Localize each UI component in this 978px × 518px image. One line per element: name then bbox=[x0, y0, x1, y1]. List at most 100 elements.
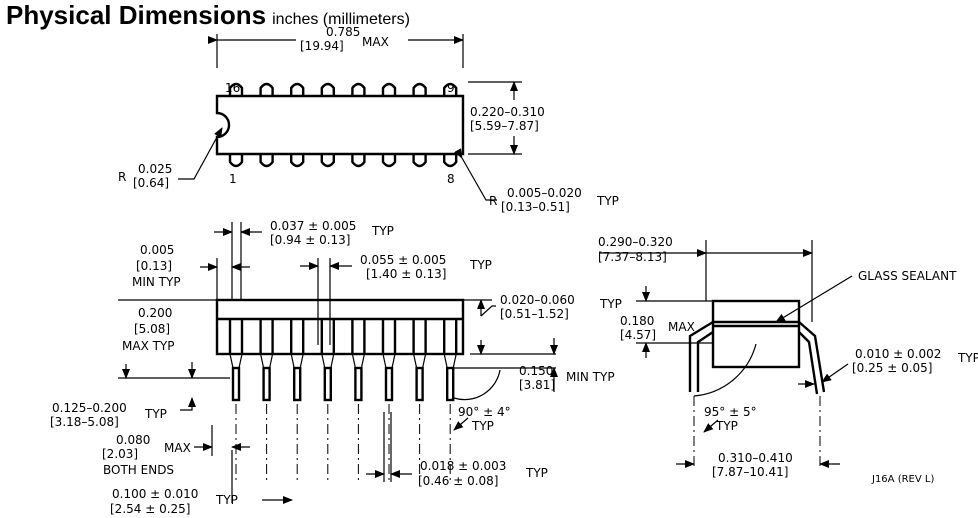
seat-inches: 0.125–0.200 bbox=[52, 401, 127, 415]
thick-suffix: TYP bbox=[957, 351, 978, 365]
bottom-pin-bump bbox=[228, 154, 244, 168]
endlead-note: BOTH ENDS bbox=[103, 463, 174, 477]
leadd-mm: [0.46 ± 0.08] bbox=[418, 474, 498, 488]
side-lead bbox=[320, 319, 335, 354]
end-suffix: MIN TYP bbox=[132, 275, 181, 289]
corner-inches: 0.005–0.020 bbox=[507, 186, 582, 200]
row-inches: 0.290–0.320 bbox=[598, 235, 673, 249]
seat-mm: [3.18–5.08] bbox=[50, 415, 119, 429]
top-pin-bump bbox=[351, 82, 366, 96]
pitch-inches: 0.100 ± 0.010 bbox=[112, 487, 198, 501]
width-mm: [5.59–7.87] bbox=[470, 119, 539, 133]
top-pin-bump bbox=[228, 82, 244, 96]
drawing-ref: J16A (REV L) bbox=[871, 474, 934, 485]
length-inches: 0.785 bbox=[326, 25, 360, 39]
side-lead-shoulder bbox=[351, 353, 365, 369]
end-inches: 0.005 bbox=[140, 243, 174, 257]
side-lead-shoulder bbox=[260, 353, 274, 369]
bottom-pin-bump bbox=[290, 154, 305, 168]
side-lead-pin bbox=[323, 366, 332, 402]
title-main: Physical Dimensions bbox=[6, 0, 267, 30]
standoff-leader bbox=[480, 305, 496, 317]
side-lead-shoulder bbox=[413, 353, 427, 369]
row-mm: [7.37–8.13] bbox=[598, 250, 667, 264]
bottom-pin-bump bbox=[259, 154, 274, 168]
end-mm: [0.13] bbox=[136, 259, 172, 273]
bottom-pin-bump bbox=[320, 154, 335, 168]
pitch-suffix: TYP bbox=[215, 493, 238, 507]
side-lead bbox=[381, 319, 397, 354]
sealant-label: GLASS SEALANT bbox=[858, 269, 957, 283]
side-lead bbox=[228, 319, 244, 354]
notch-leader bbox=[178, 127, 223, 180]
side-view-body bbox=[215, 298, 465, 356]
end-view: 0.290–0.320 [7.37–8.13] GLASS SEALANT 0.… bbox=[598, 235, 978, 479]
thick-inches: 0.010 ± 0.002 bbox=[855, 347, 941, 361]
leadw-mm: [0.94 ± 0.13] bbox=[270, 233, 350, 247]
angle95-leader bbox=[703, 419, 719, 433]
leadw-suffix: TYP bbox=[371, 224, 394, 238]
shoulder-mm: [1.40 ± 0.13] bbox=[366, 267, 446, 281]
side-lead-pin bbox=[354, 366, 363, 402]
length-suffix: MAX bbox=[362, 35, 389, 49]
side-lead bbox=[259, 319, 274, 354]
angle90-value: 90° ± 4° bbox=[458, 405, 511, 419]
endlead-mm: [2.03] bbox=[102, 447, 138, 461]
bodyh-mm: [4.57] bbox=[620, 328, 656, 342]
side-lead bbox=[290, 319, 305, 354]
standoff-suffix: TYP bbox=[599, 297, 622, 311]
bodyh-inches: 0.180 bbox=[620, 314, 654, 328]
height-suffix: MAX TYP bbox=[122, 339, 175, 353]
height-mm: [5.08] bbox=[134, 322, 170, 336]
pin-9-label: 9 bbox=[447, 81, 455, 95]
top-pin-bump bbox=[290, 82, 305, 96]
top-pin-bump bbox=[443, 82, 458, 96]
side-lead-pin bbox=[415, 366, 424, 402]
angle95-value: 95° ± 5° bbox=[704, 405, 757, 419]
bottom-pin-bump bbox=[443, 154, 458, 168]
spread-inches: 0.310–0.410 bbox=[718, 451, 793, 465]
corner-r: R bbox=[489, 194, 497, 208]
thick-mm: [0.25 ± 0.05] bbox=[852, 361, 932, 375]
angle95-suffix: TYP bbox=[715, 419, 738, 433]
notch-r: R bbox=[118, 170, 126, 184]
width-inches: 0.220–0.310 bbox=[470, 105, 545, 119]
thick-leader bbox=[821, 363, 849, 383]
angle90-leader bbox=[453, 417, 469, 431]
corner-leader bbox=[454, 148, 497, 201]
shoulder-inches: 0.055 ± 0.005 bbox=[360, 253, 446, 267]
seat-leader bbox=[180, 397, 196, 411]
side-lead-pin bbox=[293, 366, 302, 402]
angle90-arc bbox=[453, 369, 501, 401]
leadlen-mm: [3.81] bbox=[519, 378, 555, 392]
top-pin-bumps bbox=[228, 82, 458, 96]
standoff-inches: 0.020–0.060 bbox=[500, 293, 575, 307]
top-pin-bump bbox=[259, 82, 274, 96]
spread-mm: [7.87–10.41] bbox=[712, 465, 788, 479]
bottom-pin-bumps bbox=[228, 154, 458, 168]
bottom-pin-bump bbox=[412, 154, 427, 168]
height-inches: 0.200 bbox=[138, 306, 172, 320]
side-lead-pin bbox=[231, 366, 241, 402]
page-title: Physical Dimensions inches (millimeters) bbox=[6, 0, 410, 31]
shoulder-suffix: TYP bbox=[469, 258, 492, 272]
sealant-leader bbox=[775, 275, 853, 323]
angle95-arc bbox=[693, 343, 757, 397]
end-view-left-lead bbox=[688, 320, 714, 392]
notch-mm: [0.64] bbox=[133, 176, 169, 190]
side-view: 0.037 ± 0.005 [0.94 ± 0.13] TYP 0.005 [0… bbox=[50, 219, 622, 516]
side-lead bbox=[443, 319, 458, 354]
pin-1-label: 1 bbox=[229, 172, 237, 186]
side-lead bbox=[351, 319, 366, 354]
top-view-body bbox=[215, 94, 465, 156]
end-view-right-lead bbox=[798, 321, 826, 395]
side-lead-shoulder bbox=[382, 353, 396, 369]
side-lead-shoulder bbox=[443, 353, 457, 369]
top-pin-bump bbox=[381, 82, 397, 96]
top-view: 16 9 1 8 0.785 [19.94] MAX 0.220–0.310 [… bbox=[118, 25, 619, 214]
title-units: inches (millimeters) bbox=[272, 11, 410, 28]
top-pin-bump bbox=[412, 82, 427, 96]
leadlen-suffix: MIN TYP bbox=[566, 370, 615, 384]
side-lead-pin bbox=[384, 366, 394, 402]
